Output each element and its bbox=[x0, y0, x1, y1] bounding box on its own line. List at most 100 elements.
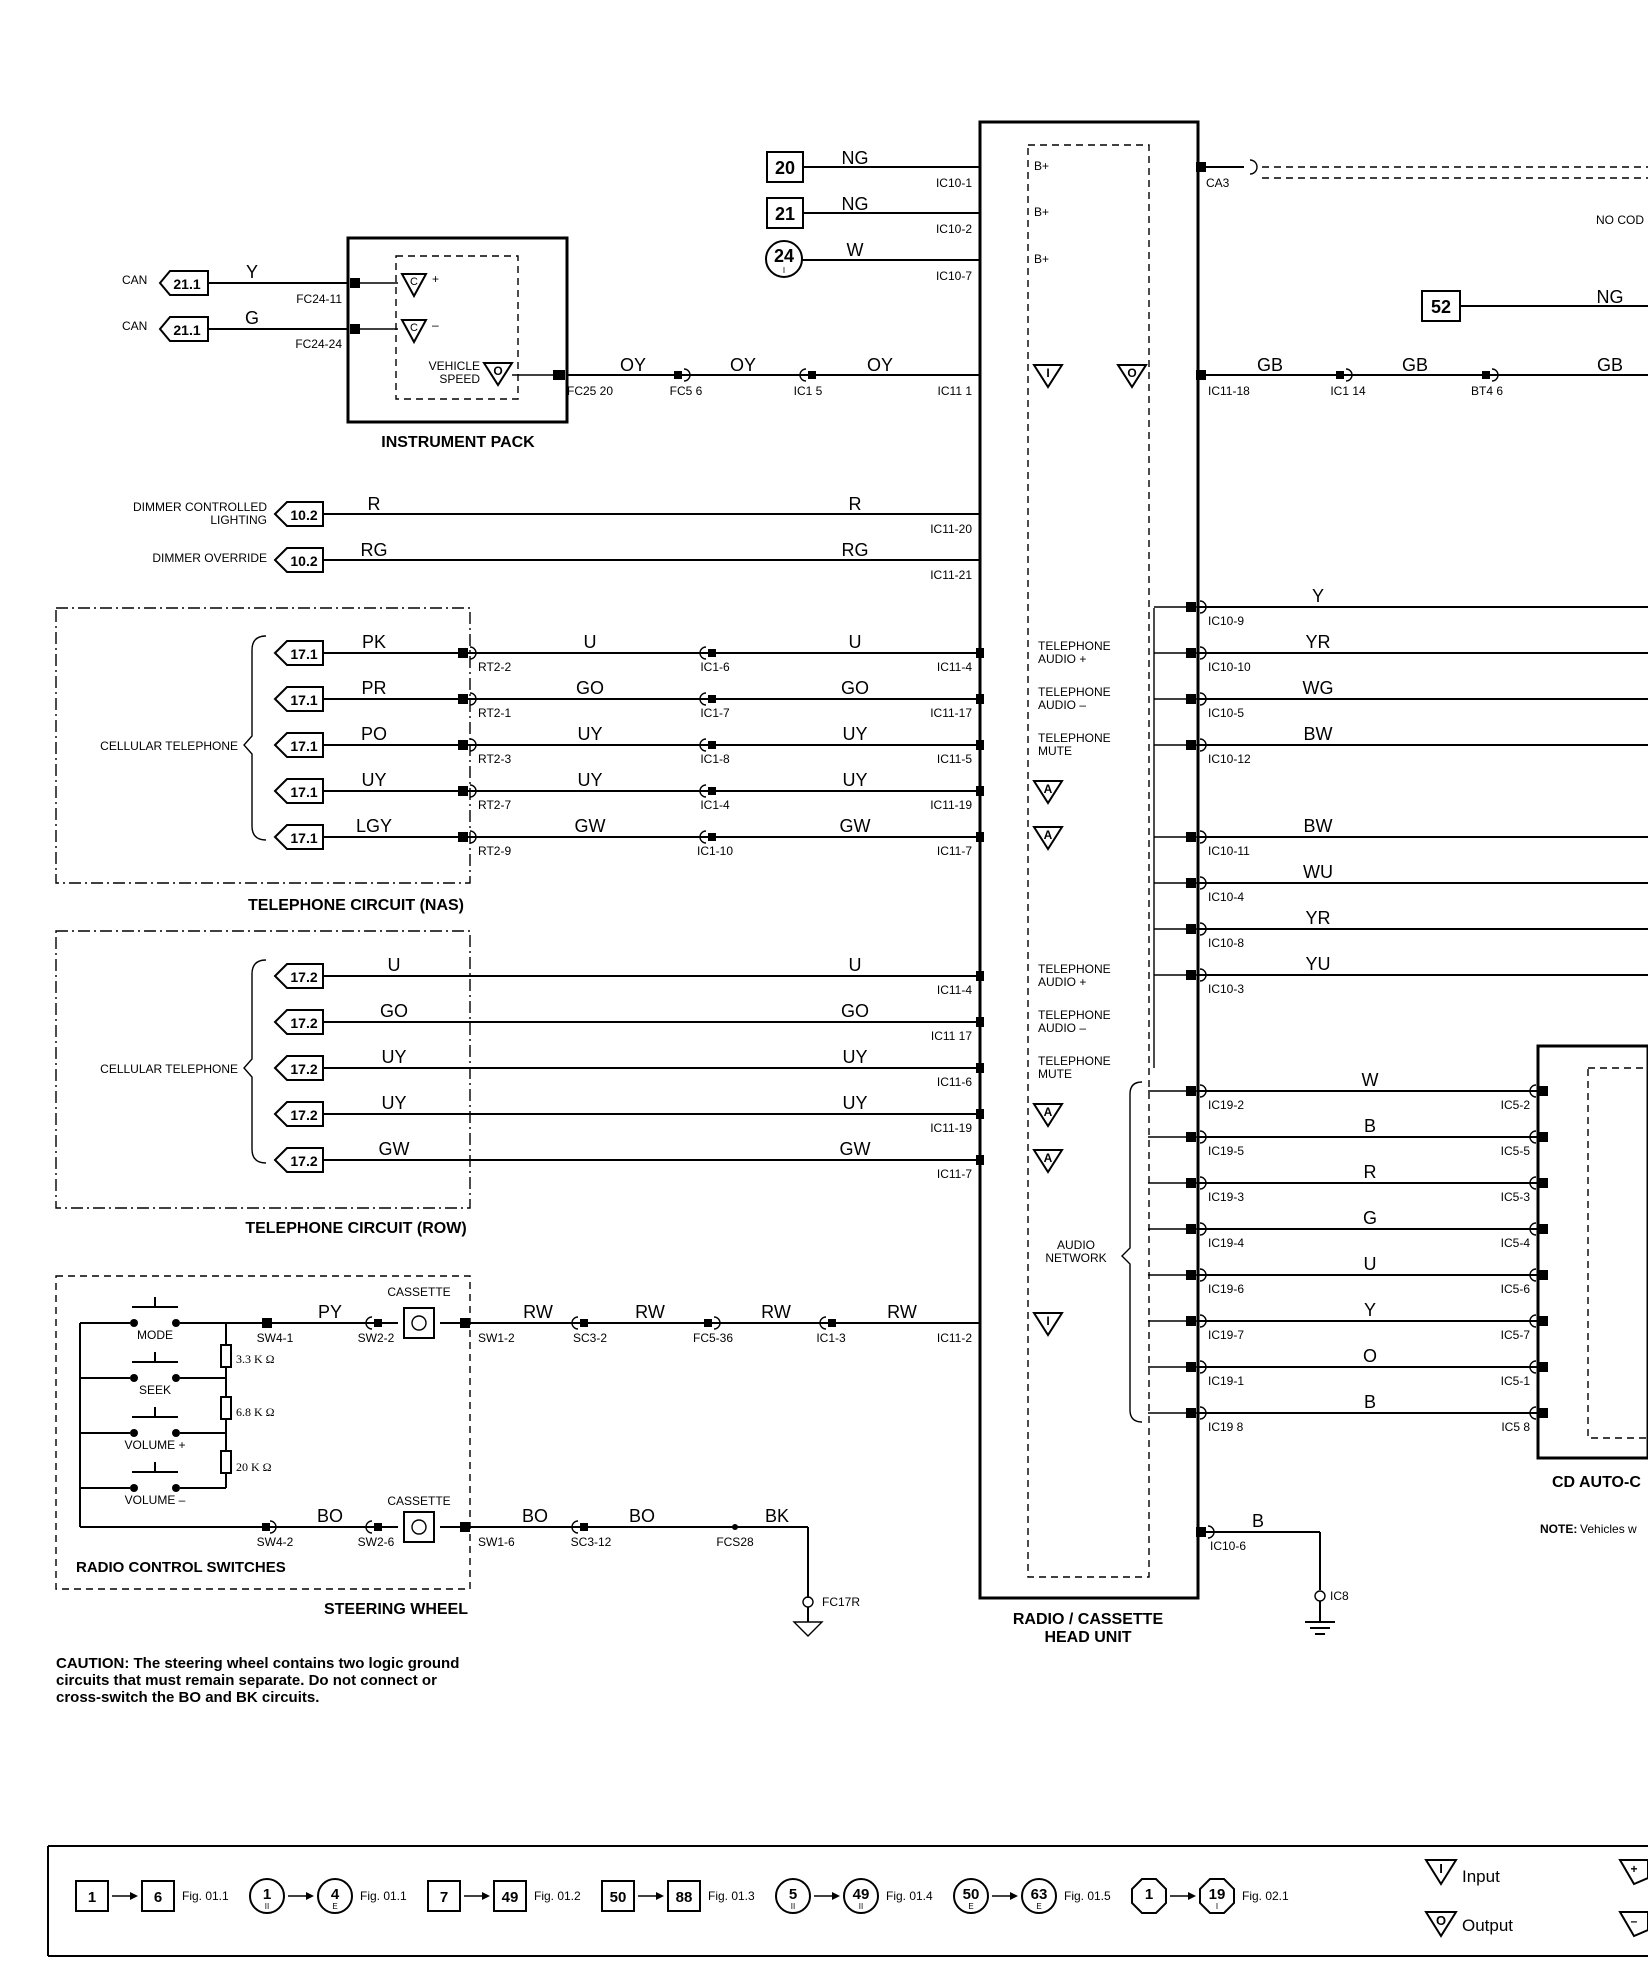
pin-label: IC10-4 bbox=[1208, 890, 1244, 904]
right-wire: IC10-3YU bbox=[1154, 954, 1648, 996]
pin-label: IC5-1 bbox=[1501, 1374, 1531, 1388]
wire-label: U bbox=[584, 632, 597, 652]
a-symbol bbox=[1032, 780, 1064, 805]
legend-ref: 6 bbox=[154, 1889, 162, 1906]
gb-wire: IC11-18 GB IC1 14 GB BT4 6 GB bbox=[1196, 355, 1648, 398]
signal-label: AUDIO – bbox=[1038, 698, 1086, 712]
wire-label: B bbox=[1364, 1116, 1376, 1136]
pin-label: IC19-3 bbox=[1208, 1190, 1244, 1204]
head-unit-title-2: HEAD UNIT bbox=[1044, 1629, 1131, 1646]
wire-label: BW bbox=[1304, 816, 1333, 836]
signal-label: TELEPHONE bbox=[1038, 731, 1111, 745]
wire-label: UY bbox=[577, 770, 602, 790]
wire-label: PK bbox=[362, 632, 386, 652]
head-unit-title-1: RADIO / CASSETTE bbox=[1013, 1611, 1164, 1628]
signal-label: B+ bbox=[1034, 205, 1049, 219]
a-symbol bbox=[1032, 826, 1064, 851]
dimmer-label: LIGHTING bbox=[210, 513, 267, 527]
steering-wheel: STEERING WHEEL RADIO CONTROL SWITCHES 3.… bbox=[55, 1275, 1064, 1637]
pin-label: IC5 8 bbox=[1501, 1420, 1530, 1434]
legend-fig: Fig. 02.1 bbox=[1242, 1889, 1289, 1903]
pin-label: FCS28 bbox=[716, 1535, 754, 1549]
pin-label: FC5 6 bbox=[670, 384, 703, 398]
wire-label: NG bbox=[842, 148, 869, 168]
ref-box-52 bbox=[1421, 290, 1461, 322]
pin-label: IC10-12 bbox=[1208, 752, 1251, 766]
wire-label: PY bbox=[318, 1302, 342, 1322]
legend-ref: 88 bbox=[676, 1889, 693, 1906]
legend-fig: Fig. 01.4 bbox=[886, 1889, 933, 1903]
cellular-telephone-label: CELLULAR TELEPHONE bbox=[100, 1062, 238, 1076]
pin-label: RT2-2 bbox=[478, 660, 511, 674]
signal-label: B+ bbox=[1034, 159, 1049, 173]
vehicle-label: VEHICLE bbox=[429, 359, 480, 373]
wire-label: Y bbox=[1364, 1300, 1376, 1320]
pin-label: IC11-4 bbox=[937, 660, 972, 674]
pin-label: SW1-6 bbox=[478, 1535, 515, 1549]
signal-label: MUTE bbox=[1038, 744, 1072, 758]
wire-label: GO bbox=[841, 1001, 869, 1021]
ref-24-sub: I bbox=[783, 266, 785, 275]
radio-cassette-head-unit: RADIO / CASSETTE HEAD UNIT bbox=[978, 120, 1200, 1646]
pin-label: IC11-6 bbox=[937, 1075, 972, 1089]
wire-label: Y bbox=[246, 262, 258, 282]
can-label: CAN bbox=[122, 273, 147, 287]
vehicle-speed-wire: FC25 20 OY FC5 6 OY IC1 5 OY IC11 1 I O bbox=[567, 355, 1148, 398]
output-symbol bbox=[482, 362, 514, 387]
pin-label: FC24-24 bbox=[295, 337, 342, 351]
a-symbol bbox=[1032, 1149, 1064, 1174]
pin-label: IC11-7 bbox=[937, 844, 972, 858]
dimmer-ref: 10.2 bbox=[290, 553, 317, 569]
wire-label: LGY bbox=[356, 816, 392, 836]
wire-label: GB bbox=[1402, 355, 1428, 375]
note-bold: NOTE: bbox=[1540, 1522, 1577, 1536]
reference-text: 17.1 bbox=[290, 646, 317, 662]
pin-label: IC19 8 bbox=[1208, 1420, 1244, 1434]
signal-label: TELEPHONE bbox=[1038, 685, 1111, 699]
pin-label: IC11-4 bbox=[937, 983, 972, 997]
wire-label: RW bbox=[523, 1302, 553, 1322]
switch-label: VOLUME + bbox=[124, 1438, 185, 1452]
wire-label: RG bbox=[361, 540, 388, 560]
pin-label: SW4-1 bbox=[257, 1331, 294, 1345]
wire-label: UY bbox=[381, 1093, 406, 1113]
dimmer-label: DIMMER CONTROLLED bbox=[133, 500, 267, 514]
pin-label: IC1 5 bbox=[794, 384, 823, 398]
ground-eyelet bbox=[802, 1596, 814, 1608]
pin-label: IC19-4 bbox=[1208, 1236, 1244, 1250]
ground-eyelet bbox=[1314, 1590, 1326, 1602]
a-symbol-text: A bbox=[1044, 1151, 1053, 1165]
pin-label: FC5-36 bbox=[693, 1331, 733, 1345]
i-symbol: I bbox=[1046, 1314, 1049, 1328]
wire-label: UY bbox=[842, 1047, 867, 1067]
switch-label: MODE bbox=[137, 1328, 173, 1342]
wire-label: U bbox=[1364, 1254, 1377, 1274]
wire-label: W bbox=[1362, 1070, 1379, 1090]
wire-label: U bbox=[388, 955, 401, 975]
wire-label: U bbox=[849, 955, 862, 975]
signal-label: TELEPHONE bbox=[1038, 639, 1111, 653]
switch-label: SEEK bbox=[139, 1383, 171, 1397]
signal-label: TELEPHONE bbox=[1038, 1054, 1111, 1068]
wire-label: UY bbox=[361, 770, 386, 790]
pin-label: IC1-6 bbox=[700, 660, 730, 674]
a-symbol-text: A bbox=[1044, 1105, 1053, 1119]
legend-ref: 7 bbox=[440, 1889, 448, 1906]
caution-line: CAUTION: The steering wheel contains two… bbox=[56, 1655, 459, 1672]
wire-label: U bbox=[849, 632, 862, 652]
wire-label: B bbox=[1252, 1511, 1264, 1531]
input-symbol bbox=[1032, 364, 1064, 389]
wire-label: R bbox=[368, 494, 381, 514]
input-symbol bbox=[1424, 1859, 1458, 1886]
ref-21-text: 21 bbox=[775, 204, 795, 224]
signal-label: AUDIO – bbox=[1038, 1021, 1086, 1035]
reference-text: 17.2 bbox=[290, 969, 317, 985]
resistor-6-8k bbox=[220, 1396, 232, 1420]
steering-wheel-title: STEERING WHEEL bbox=[324, 1601, 468, 1618]
